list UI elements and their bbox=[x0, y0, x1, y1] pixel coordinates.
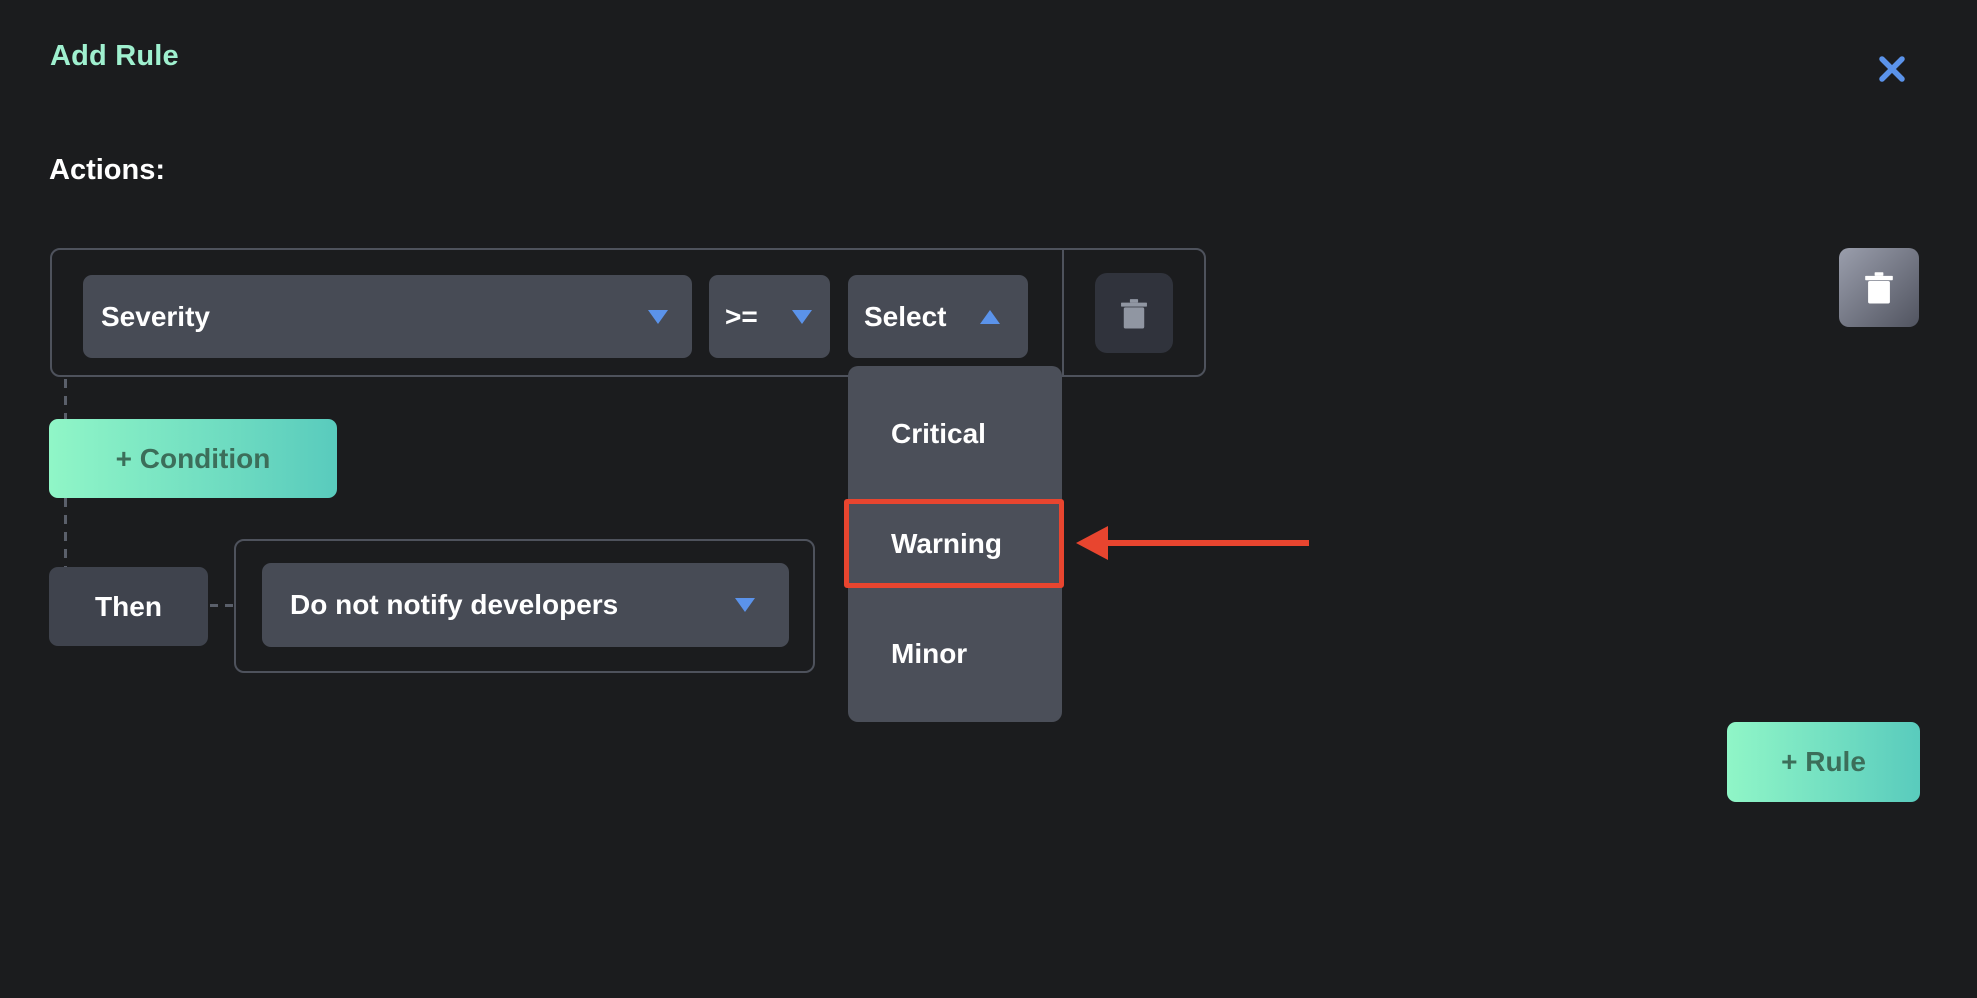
connector-horizontal-dashed bbox=[210, 604, 235, 607]
trash-icon bbox=[1865, 272, 1893, 304]
close-button[interactable] bbox=[1866, 44, 1918, 94]
condition-field-value: Severity bbox=[101, 300, 210, 332]
menu-item-minor[interactable]: Minor bbox=[891, 638, 968, 669]
then-label-box: Then bbox=[49, 567, 208, 646]
condition-value-placeholder: Select bbox=[864, 300, 947, 332]
chevron-up-icon bbox=[980, 309, 1000, 324]
chevron-down-icon bbox=[648, 309, 668, 324]
actions-label: Actions: bbox=[49, 154, 165, 186]
action-group-box bbox=[234, 539, 815, 673]
modal-title: Add Rule bbox=[50, 40, 179, 72]
condition-group-divider bbox=[1062, 250, 1064, 375]
condition-operator-value: >= bbox=[725, 300, 758, 332]
severity-options-menu: Critical Warning Minor bbox=[848, 366, 1062, 722]
trash-icon bbox=[1121, 298, 1147, 328]
action-dropdown-value: Do not notify developers bbox=[290, 589, 619, 620]
delete-rule-button[interactable] bbox=[1839, 248, 1919, 327]
condition-field-dropdown[interactable]: Severity bbox=[83, 275, 692, 358]
add-rule-button[interactable]: + Rule bbox=[1727, 722, 1920, 802]
close-icon bbox=[1879, 56, 1905, 82]
menu-item-warning[interactable]: Warning bbox=[891, 528, 1002, 559]
chevron-down-icon bbox=[735, 598, 755, 612]
add-condition-button[interactable]: + Condition bbox=[49, 419, 337, 498]
condition-operator-dropdown[interactable]: >= bbox=[709, 275, 830, 358]
menu-item-critical[interactable]: Critical bbox=[891, 418, 986, 449]
action-dropdown[interactable]: Do not notify developers bbox=[262, 563, 789, 647]
chevron-down-icon bbox=[792, 309, 812, 324]
condition-value-dropdown[interactable]: Select bbox=[848, 275, 1028, 358]
annotation-arrow-icon bbox=[1076, 526, 1309, 560]
delete-condition-button[interactable] bbox=[1095, 273, 1173, 353]
condition-group-box bbox=[50, 248, 1206, 377]
